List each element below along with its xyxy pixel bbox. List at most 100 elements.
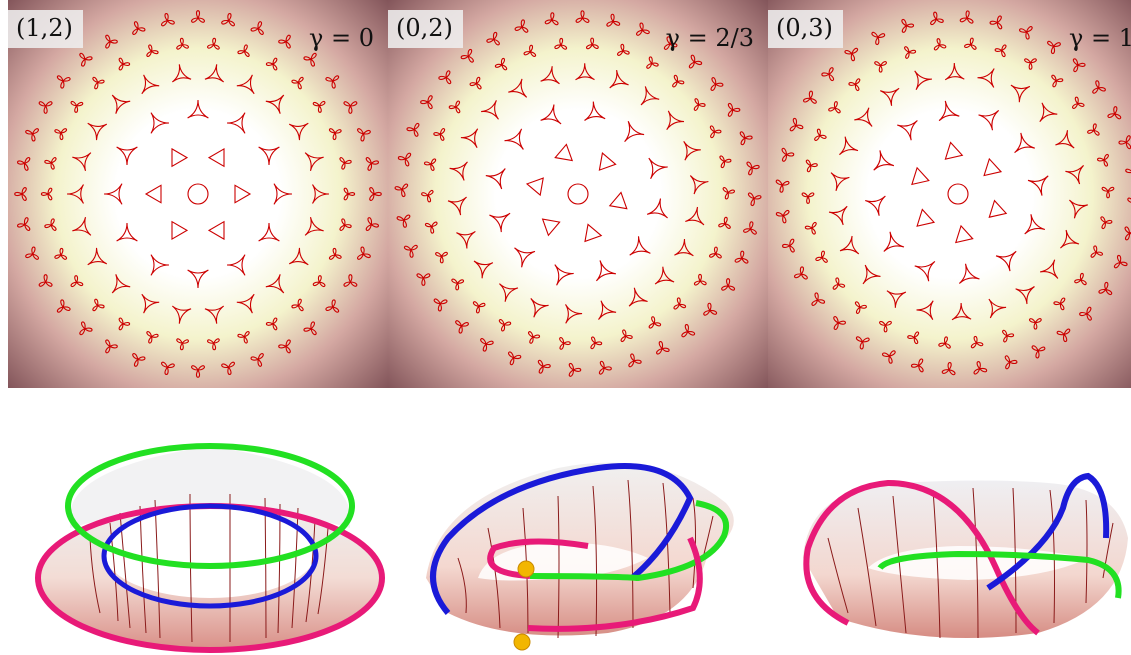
- field-glyph: [540, 104, 562, 125]
- field-glyph: [646, 198, 668, 219]
- field-glyph: [449, 161, 468, 181]
- field-glyph: [883, 231, 905, 252]
- field-glyph: [1101, 186, 1115, 199]
- gamma-label: γ = 0: [309, 24, 374, 52]
- field-glyph: [789, 117, 804, 132]
- field-glyph: [1019, 26, 1033, 40]
- field-glyph: [1047, 40, 1061, 55]
- field-glyph: [146, 44, 159, 57]
- field-glyph: [339, 157, 352, 170]
- glyph-layer: [14, 10, 382, 378]
- field-glyph: [970, 335, 984, 349]
- field-glyph: [854, 107, 873, 127]
- field-glyph: [1002, 329, 1015, 343]
- field-glyph: [719, 155, 732, 169]
- field-glyph: [938, 100, 960, 122]
- field-glyph: [433, 298, 448, 312]
- field-glyph: [150, 254, 170, 276]
- field-glyph: [828, 101, 841, 114]
- field-glyph: [118, 57, 131, 71]
- field-glyph: [92, 298, 105, 312]
- field-glyph: [1055, 130, 1075, 149]
- line-field-plot: [768, 0, 1131, 388]
- field-glyph: [1113, 254, 1128, 269]
- surface-annulus: [35, 443, 385, 653]
- field-glyph: [654, 266, 675, 285]
- field-glyph: [207, 147, 225, 168]
- field-glyph: [941, 362, 956, 376]
- field-glyph: [325, 299, 340, 313]
- field-glyph: [514, 19, 529, 33]
- field-glyph: [871, 31, 886, 46]
- field-glyph: [144, 184, 162, 204]
- field-glyph: [265, 57, 278, 71]
- field-glyph: [460, 48, 474, 63]
- field-glyph: [775, 209, 790, 224]
- field-glyph: [204, 64, 225, 83]
- field-glyph: [1029, 318, 1042, 330]
- field-glyph: [568, 363, 582, 377]
- field-glyph: [303, 321, 317, 336]
- field-glyph: [944, 62, 965, 81]
- field-glyph: [357, 128, 371, 142]
- field-glyph: [433, 128, 446, 141]
- field-glyph: [1065, 165, 1085, 185]
- field-glyph: [916, 208, 936, 227]
- field-glyph: [485, 168, 506, 190]
- field-glyph: [718, 216, 731, 229]
- field-glyph: [265, 94, 285, 114]
- field-glyph: [1051, 74, 1064, 88]
- field-glyph: [226, 112, 246, 134]
- field-glyph: [171, 64, 192, 83]
- field-glyph: [339, 218, 352, 231]
- field-glyph: [1090, 245, 1104, 258]
- glyph-layer: [394, 10, 762, 377]
- field-glyph: [1060, 229, 1080, 249]
- field-glyph: [486, 31, 500, 46]
- field-glyph: [683, 140, 701, 161]
- field-glyph: [933, 38, 947, 51]
- field-glyph: [105, 339, 118, 354]
- field-glyph: [879, 87, 900, 106]
- field-glyph: [424, 221, 438, 234]
- field-glyph: [640, 86, 660, 106]
- field-glyph: [673, 297, 687, 310]
- field-glyph: [832, 277, 846, 290]
- field-glyph: [38, 101, 53, 114]
- field-glyph: [977, 68, 995, 88]
- surface-mobius-3: [803, 472, 1128, 639]
- field-glyph: [221, 13, 235, 27]
- field-glyph: [265, 317, 278, 331]
- field-glyph: [848, 78, 861, 91]
- field-glyph: [204, 305, 225, 324]
- field-glyph: [598, 152, 617, 171]
- field-glyph: [87, 122, 108, 141]
- field-glyph: [451, 278, 464, 291]
- field-glyph: [907, 331, 920, 345]
- green-boundary: [529, 500, 729, 582]
- field-glyph: [721, 278, 735, 291]
- field-lines: [827, 487, 1114, 639]
- field-glyph: [629, 236, 651, 256]
- field-glyph: [865, 195, 886, 216]
- field-glyph: [689, 175, 709, 195]
- field-glyph: [709, 246, 722, 259]
- field-glyph: [964, 37, 977, 50]
- field-glyph: [291, 298, 304, 312]
- glyph-layer: [775, 10, 1131, 376]
- field-glyph: [709, 125, 722, 139]
- field-glyph: [855, 336, 870, 350]
- field-glyph: [141, 293, 160, 314]
- field-glyph: [904, 46, 917, 59]
- field-glyph: [879, 320, 892, 333]
- field-glyph: [508, 78, 528, 98]
- panel-label: (0,3): [768, 10, 843, 48]
- field-glyph: [537, 359, 551, 374]
- field-glyph: [489, 212, 511, 233]
- field-glyph: [273, 183, 293, 205]
- field-glyph: [609, 70, 629, 89]
- field-glyph: [150, 112, 170, 134]
- surface-mobius-2: [426, 462, 734, 651]
- field-glyph: [703, 302, 718, 316]
- line-field-plot: [388, 0, 768, 388]
